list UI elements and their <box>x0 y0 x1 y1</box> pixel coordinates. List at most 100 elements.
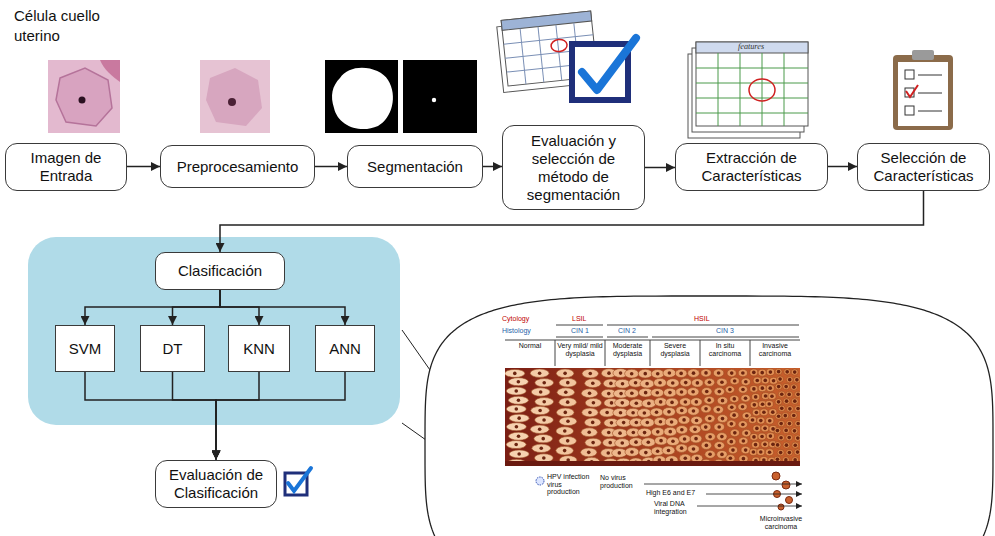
box-label: ANN <box>329 340 361 358</box>
flow-arrow <box>220 290 345 325</box>
tissue-cell <box>535 379 554 387</box>
cell-nucleus <box>792 414 796 418</box>
cell-nucleus <box>772 379 776 383</box>
tissue-cell <box>727 404 736 412</box>
tissue-cell <box>599 408 614 417</box>
tissue-cell <box>690 398 702 406</box>
cytoplasm-mask <box>325 60 398 133</box>
cell-nucleus <box>742 439 746 443</box>
tissue-cell <box>625 389 639 398</box>
tissue-cell <box>651 428 664 437</box>
tissue-cell <box>629 399 643 408</box>
cell-nucleus <box>539 390 543 394</box>
cell-nucleus <box>730 405 734 409</box>
tissue-cell <box>584 418 600 427</box>
cell-nucleus <box>619 371 623 375</box>
cell-nucleus <box>767 402 771 406</box>
cell-nucleus <box>755 379 759 383</box>
cell-nucleus <box>704 407 708 411</box>
cell-nucleus <box>720 380 724 384</box>
tissue-cell <box>692 379 704 387</box>
tissue-cell <box>666 398 679 407</box>
tissue-cell <box>738 386 747 394</box>
tissue-cell <box>530 425 549 433</box>
grade-label: LSIL <box>572 315 586 323</box>
cell-nucleus <box>788 451 792 455</box>
cell-nucleus <box>563 429 567 433</box>
cell-nucleus <box>563 449 567 453</box>
calendar-icon <box>501 11 592 30</box>
cell-nucleus <box>644 451 648 455</box>
cell-nucleus <box>658 381 662 385</box>
flow-arrow <box>216 372 259 460</box>
cell-nucleus <box>647 402 651 406</box>
tissue-cell <box>750 385 758 392</box>
cell-nucleus <box>761 402 765 406</box>
dysplasia-illustration <box>556 337 603 338</box>
cell-nucleus <box>763 379 767 383</box>
tissue-cell <box>556 369 574 378</box>
tissue-cell <box>782 413 789 419</box>
tissue-cell <box>581 389 597 398</box>
tissue-cell <box>701 387 712 395</box>
annotation: Microinvasive carcinoma <box>752 515 810 530</box>
tissue-cell <box>741 378 750 386</box>
check-icon <box>288 468 311 491</box>
cell-nucleus <box>780 392 784 396</box>
tissue-cell <box>679 398 691 406</box>
cell-nucleus <box>680 428 684 432</box>
leader-line <box>402 423 426 440</box>
cell-nucleus <box>670 420 674 424</box>
cell-nucleus <box>538 371 542 375</box>
tissue-cell <box>790 384 797 390</box>
cell-nucleus <box>704 371 708 375</box>
cell-nucleus <box>793 370 797 374</box>
tissue-cell <box>535 416 554 424</box>
tissue-cell <box>775 369 782 375</box>
tissue-cell <box>728 446 737 454</box>
cell-nucleus <box>744 380 748 384</box>
process-box: Imagen de Entrada <box>5 143 127 191</box>
cell-nucleus <box>752 435 756 439</box>
tissue-cell <box>786 391 793 397</box>
clipboard-icon <box>912 50 934 60</box>
dysplasia-illustration <box>536 477 544 485</box>
cell-nucleus <box>683 437 687 441</box>
process-box: Preprocesamiento <box>160 145 315 188</box>
tissue-cell <box>506 405 526 413</box>
cell-nucleus <box>517 434 521 438</box>
tissue-cell <box>761 377 769 384</box>
features-calendar-icon <box>696 42 808 126</box>
tissue-cell <box>556 446 574 455</box>
tissue-cell <box>725 386 734 394</box>
cell-nucleus <box>667 410 671 414</box>
cell-nucleus <box>542 400 546 404</box>
cell-nucleus <box>732 413 736 417</box>
tissue-cell <box>534 454 553 462</box>
tissue-cell <box>713 406 724 414</box>
cell-nucleus <box>622 421 626 425</box>
calendar-icon <box>496 11 636 100</box>
image-caption: Célula cuello uterino <box>14 6 124 47</box>
annotation: Viral DNA integration <box>654 500 694 515</box>
flow-arrow <box>127 166 160 168</box>
cell-nucleus <box>538 409 542 413</box>
cell-nucleus <box>693 428 697 432</box>
cell-nucleus <box>754 395 758 399</box>
tissue-cell <box>766 433 774 440</box>
cell-nucleus <box>771 410 775 414</box>
tissue-cell <box>651 388 664 397</box>
tissue-cell <box>730 429 739 437</box>
cell-nucleus <box>513 372 517 376</box>
tissue-cell <box>774 442 781 448</box>
tissue-cell <box>768 393 776 400</box>
tissue-cell <box>581 428 597 437</box>
tissue-cell <box>790 412 797 418</box>
tissue-cell <box>757 448 765 455</box>
tissue-cell <box>751 441 759 448</box>
annotation: HPV infection virus production <box>547 473 595 496</box>
cell-nucleus <box>752 387 756 391</box>
cell-nucleus <box>720 435 724 439</box>
cell-nucleus <box>793 443 797 447</box>
